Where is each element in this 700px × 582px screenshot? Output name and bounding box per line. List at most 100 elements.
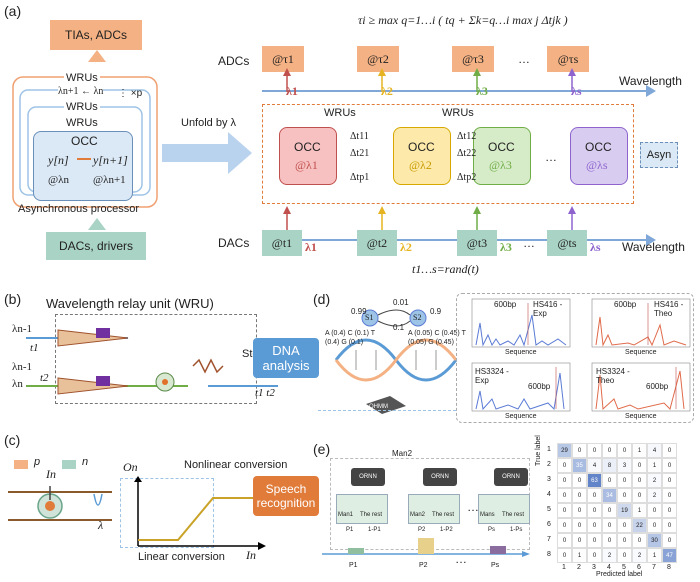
prob-09: 0.9 <box>430 307 442 316</box>
t1-label: t1 <box>30 342 39 354</box>
p-swatch <box>14 460 28 469</box>
cm-cell: 0 <box>557 458 572 473</box>
t2-label: t2 <box>40 372 49 384</box>
delta-t21: Δt21 <box>350 148 370 159</box>
state-s2: S2 <box>413 313 422 322</box>
wrus-label-1: WRUs <box>64 72 100 84</box>
cm-cell: 3 <box>617 458 632 473</box>
cm-col-label: 8 <box>667 564 671 571</box>
lambda-s-top: λs <box>571 84 582 98</box>
cm-cell: 1 <box>632 443 647 458</box>
adcs-label: ADCs <box>218 54 250 68</box>
plot-name-3: HS3324 -Exp <box>475 367 509 385</box>
xlabel-4: Sequence <box>625 413 657 420</box>
cm-cell: 0 <box>662 533 677 548</box>
wru-schematic <box>26 328 278 395</box>
cm-col-label: 5 <box>622 564 626 571</box>
async-processor-label: Asynchronous processor <box>18 203 140 215</box>
cm-row-label: 1 <box>547 446 551 453</box>
delta-t11: Δt11 <box>350 131 369 142</box>
true-label-axis: True label <box>535 435 542 466</box>
prob-01: 0.1 <box>393 323 405 332</box>
up-arrow-dacs <box>88 218 106 230</box>
panel-label-c: (c) <box>4 432 21 448</box>
cm-col-label: 3 <box>592 564 596 571</box>
cm-cell: 0 <box>662 473 677 488</box>
times-p: ⋮ ×p <box>118 88 143 99</box>
cm-cell: 47 <box>662 548 677 563</box>
ohmm-chip: OHMM <box>369 404 388 410</box>
cm-row-label: 4 <box>547 491 551 498</box>
asyn-box: Asyn <box>640 142 678 168</box>
prob-099: 0.99 <box>351 307 367 316</box>
cm-cell: 19 <box>617 503 632 518</box>
emission-s1: A (0.4) C (0.1) T (0.4) G (0.1) <box>325 330 375 346</box>
dacs-label: DACs <box>218 236 250 250</box>
cm-cell: 2 <box>647 473 662 488</box>
cm-col-label: 1 <box>562 564 566 571</box>
at-ln-label: @λn <box>48 174 69 186</box>
cm-cell: 30 <box>647 533 662 548</box>
emission-s2: A (0.05) C (0.45) T (0.05) G (0.45) <box>408 330 466 346</box>
plot-name-4: HS3324 -Theo <box>596 367 630 385</box>
cm-col-label: 4 <box>607 564 611 571</box>
plot-name-1: HS416 -Exp <box>533 300 563 318</box>
wrus-mid-right: WRUs <box>440 107 476 119</box>
ps-label: Ps <box>488 527 496 533</box>
cm-row-label: 7 <box>547 536 551 543</box>
cm-cell: 4 <box>647 443 662 458</box>
nonlinear-label: Nonlinear conversion <box>184 459 288 471</box>
bar-p2: P2 <box>419 562 428 569</box>
in-label: In <box>46 467 56 481</box>
cm-cell: 0 <box>572 488 587 503</box>
cm-row-label: 3 <box>547 476 551 483</box>
1-p2-label: 1-P2 <box>440 527 453 533</box>
cm-cell: 2 <box>602 548 617 563</box>
cm-cell: 2 <box>632 548 647 563</box>
cm-cell: 0 <box>572 533 587 548</box>
p-label: p <box>34 456 41 468</box>
xlabel-1: Sequence <box>505 349 537 356</box>
cm-cell: 0 <box>587 503 602 518</box>
cm-cell: 0 <box>617 488 632 503</box>
cm-cell: 0 <box>572 443 587 458</box>
cm-cell: 0 <box>647 503 662 518</box>
tau-box-3: @τ3 <box>452 46 494 72</box>
wavelength-label-top: Wavelength <box>619 74 682 88</box>
cm-cell: 0 <box>557 503 572 518</box>
cm-cell: 0 <box>587 548 602 563</box>
occ-box-1 <box>279 127 337 185</box>
occ-box-left <box>33 131 133 201</box>
lambda-n1-bottom: λn-1 <box>12 361 32 373</box>
lambda-2-top: λ2 <box>381 84 393 98</box>
cm-cell: 0 <box>602 518 617 533</box>
mans-label: Mans <box>480 512 495 518</box>
lambda-c: λ <box>98 518 104 532</box>
yn-arrow <box>77 158 91 160</box>
cm-cell: 8 <box>602 458 617 473</box>
cm-cell: 0 <box>662 518 677 533</box>
cm-cell: 0 <box>662 503 677 518</box>
cm-cell: 0 <box>587 518 602 533</box>
t-box-s: @ts <box>547 230 587 256</box>
cm-cell: 35 <box>572 458 587 473</box>
cm-cell: 0 <box>617 443 632 458</box>
wavelength-axis-top <box>262 90 652 92</box>
unfold-label: Unfold by λ <box>181 117 237 129</box>
cm-cell: 63 <box>587 473 602 488</box>
cm-cell: 2 <box>647 488 662 503</box>
ellipsis-occ: … <box>545 150 557 164</box>
cm-cell: 0 <box>557 473 572 488</box>
cm-cell: 0 <box>617 533 632 548</box>
occ-lambda-s: @λs <box>586 158 608 172</box>
cm-col-label: 6 <box>637 564 641 571</box>
cm-cell: 0 <box>602 503 617 518</box>
xlabel-3: Sequence <box>505 413 537 420</box>
cm-cell: 0 <box>647 518 662 533</box>
occ-title-left: OCC <box>71 134 98 148</box>
ellipsis-branches: … <box>467 500 479 514</box>
rest-label-3: The rest <box>502 512 525 518</box>
ornn-2: ORNN <box>423 468 457 486</box>
occ-lambda-3: @λ3 <box>489 158 512 172</box>
